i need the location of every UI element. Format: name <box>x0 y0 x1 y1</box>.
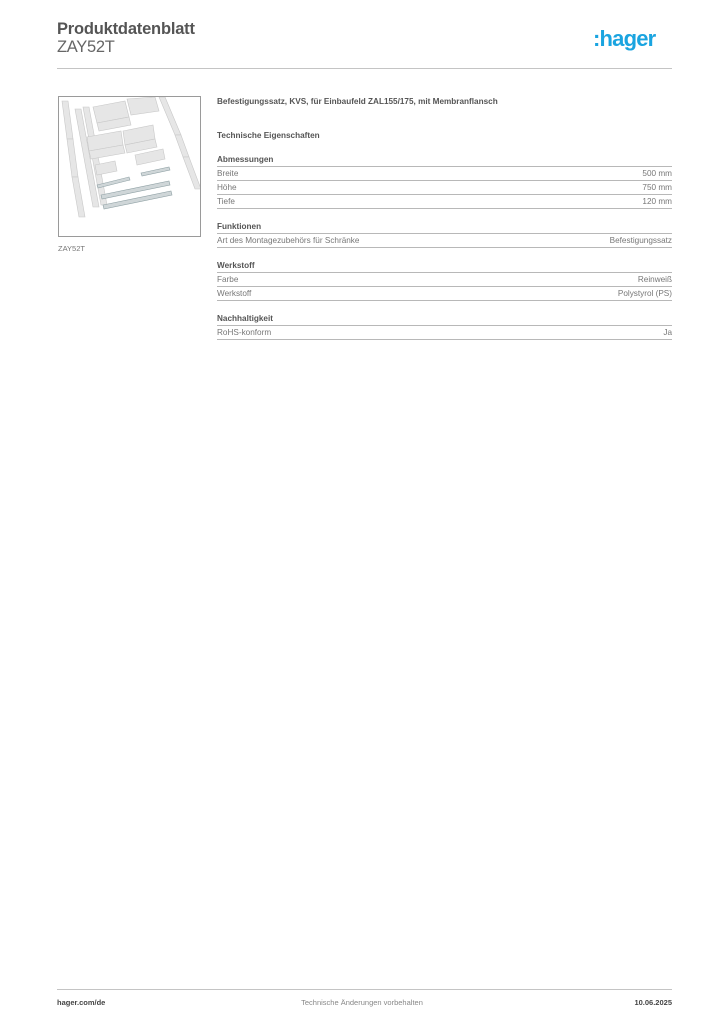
product-code: ZAY52T <box>57 38 115 56</box>
spec-value: Reinweiß <box>637 275 672 284</box>
group-title: Werkstoff <box>217 260 672 273</box>
spec-value: Ja <box>663 328 672 337</box>
footer-notice: Technische Änderungen vorbehalten <box>301 998 423 1007</box>
footer-date: 10.06.2025 <box>634 998 672 1007</box>
spec-row: Tiefe 120 mm <box>217 195 672 209</box>
spec-label: Farbe <box>217 275 239 284</box>
spec-row: Werkstoff Polystyrol (PS) <box>217 287 672 301</box>
group-title: Abmessungen <box>217 154 672 167</box>
spec-row: Art des Montagezubehörs für Schränke Bef… <box>217 234 672 248</box>
spec-group-abmessungen: Abmessungen Breite 500 mm Höhe 750 mm Ti… <box>217 154 672 209</box>
footer-website-link[interactable]: hager.com/de <box>57 998 106 1007</box>
group-title: Nachhaltigkeit <box>217 313 672 326</box>
spec-row: Farbe Reinweiß <box>217 273 672 287</box>
section-title: Technische Eigenschaften <box>217 131 320 140</box>
spec-row: Höhe 750 mm <box>217 181 672 195</box>
header-divider <box>57 68 672 69</box>
hager-logo: :hager <box>593 26 656 51</box>
spec-row: Breite 500 mm <box>217 167 672 181</box>
footer-divider <box>57 989 672 990</box>
spec-label: Höhe <box>217 183 237 192</box>
spec-row: RoHS-konform Ja <box>217 326 672 340</box>
product-image <box>58 96 202 237</box>
product-description: Befestigungssatz, KVS, für Einbaufeld ZA… <box>217 97 498 106</box>
spec-label: Art des Montagezubehörs für Schränke <box>217 236 360 245</box>
spec-group-funktionen: Funktionen Art des Montagezubehörs für S… <box>217 221 672 248</box>
spec-label: Werkstoff <box>217 289 252 298</box>
page-title: Produktdatenblatt <box>57 20 195 38</box>
spec-label: Tiefe <box>217 197 235 206</box>
spec-group-nachhaltigkeit: Nachhaltigkeit RoHS-konform Ja <box>217 313 672 340</box>
spec-value: 500 mm <box>642 169 672 178</box>
spec-label: RoHS-konform <box>217 328 272 337</box>
spec-value: 750 mm <box>642 183 672 192</box>
product-image-caption: ZAY52T <box>58 244 85 253</box>
spec-content: Befestigungssatz, KVS, für Einbaufeld ZA… <box>217 96 672 340</box>
spec-label: Breite <box>217 169 239 178</box>
group-title: Funktionen <box>217 221 672 234</box>
product-parts-illustration <box>61 96 202 218</box>
spec-value: Polystyrol (PS) <box>617 289 672 298</box>
spec-group-werkstoff: Werkstoff Farbe Reinweiß Werkstoff Polys… <box>217 260 672 301</box>
spec-value: Befestigungssatz <box>609 236 672 245</box>
spec-value: 120 mm <box>642 197 672 206</box>
